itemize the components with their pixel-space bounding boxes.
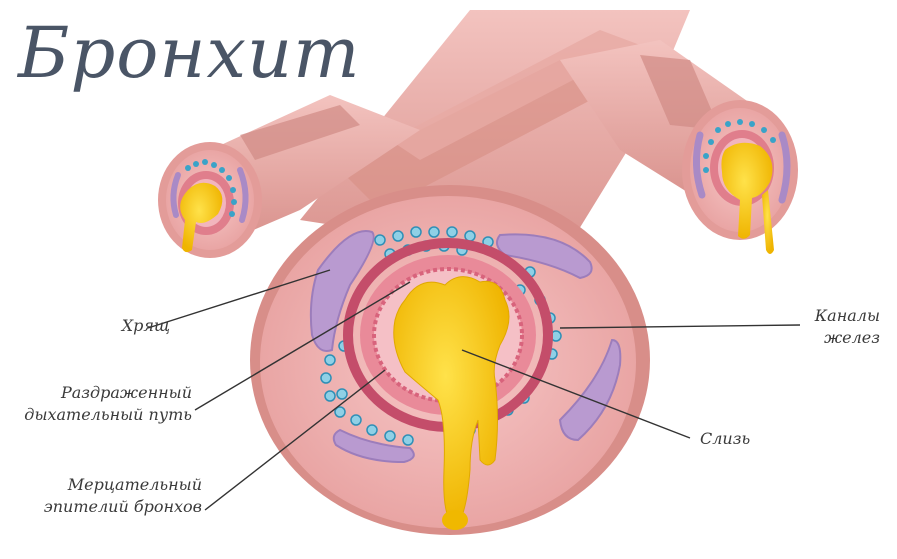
label-glands-line1: Каналы	[814, 306, 880, 325]
label-ciliated-line2: эпителий бронхов	[43, 497, 202, 516]
leader-irritated	[194, 281, 411, 411]
page-title: Бронхит	[18, 12, 361, 94]
small-bronchus-left	[158, 142, 262, 258]
label-ciliated: Мерцательный эпителий бронхов	[6, 474, 202, 518]
label-mucus: Слизь	[700, 429, 751, 448]
leader-lines	[147, 269, 801, 511]
leader-mucus	[461, 349, 691, 439]
main-bronchus-cross-section	[250, 185, 650, 535]
leader-glands	[559, 324, 801, 329]
small-bronchus-right	[682, 100, 798, 254]
label-glands: Каналы желез	[780, 305, 880, 349]
label-irritated: Раздраженный дыхательный путь	[6, 382, 192, 426]
label-ciliated-line1: Мерцательный	[67, 475, 202, 494]
label-irritated-line2: дыхательный путь	[24, 405, 192, 424]
leader-wheeze	[147, 269, 331, 329]
label-irritated-line1: Раздраженный	[60, 383, 192, 402]
label-glands-line2: желез	[823, 328, 880, 347]
cartilage-rings	[309, 230, 622, 464]
leader-ciliated	[204, 369, 386, 511]
label-wheeze: Хрящ	[121, 316, 170, 335]
